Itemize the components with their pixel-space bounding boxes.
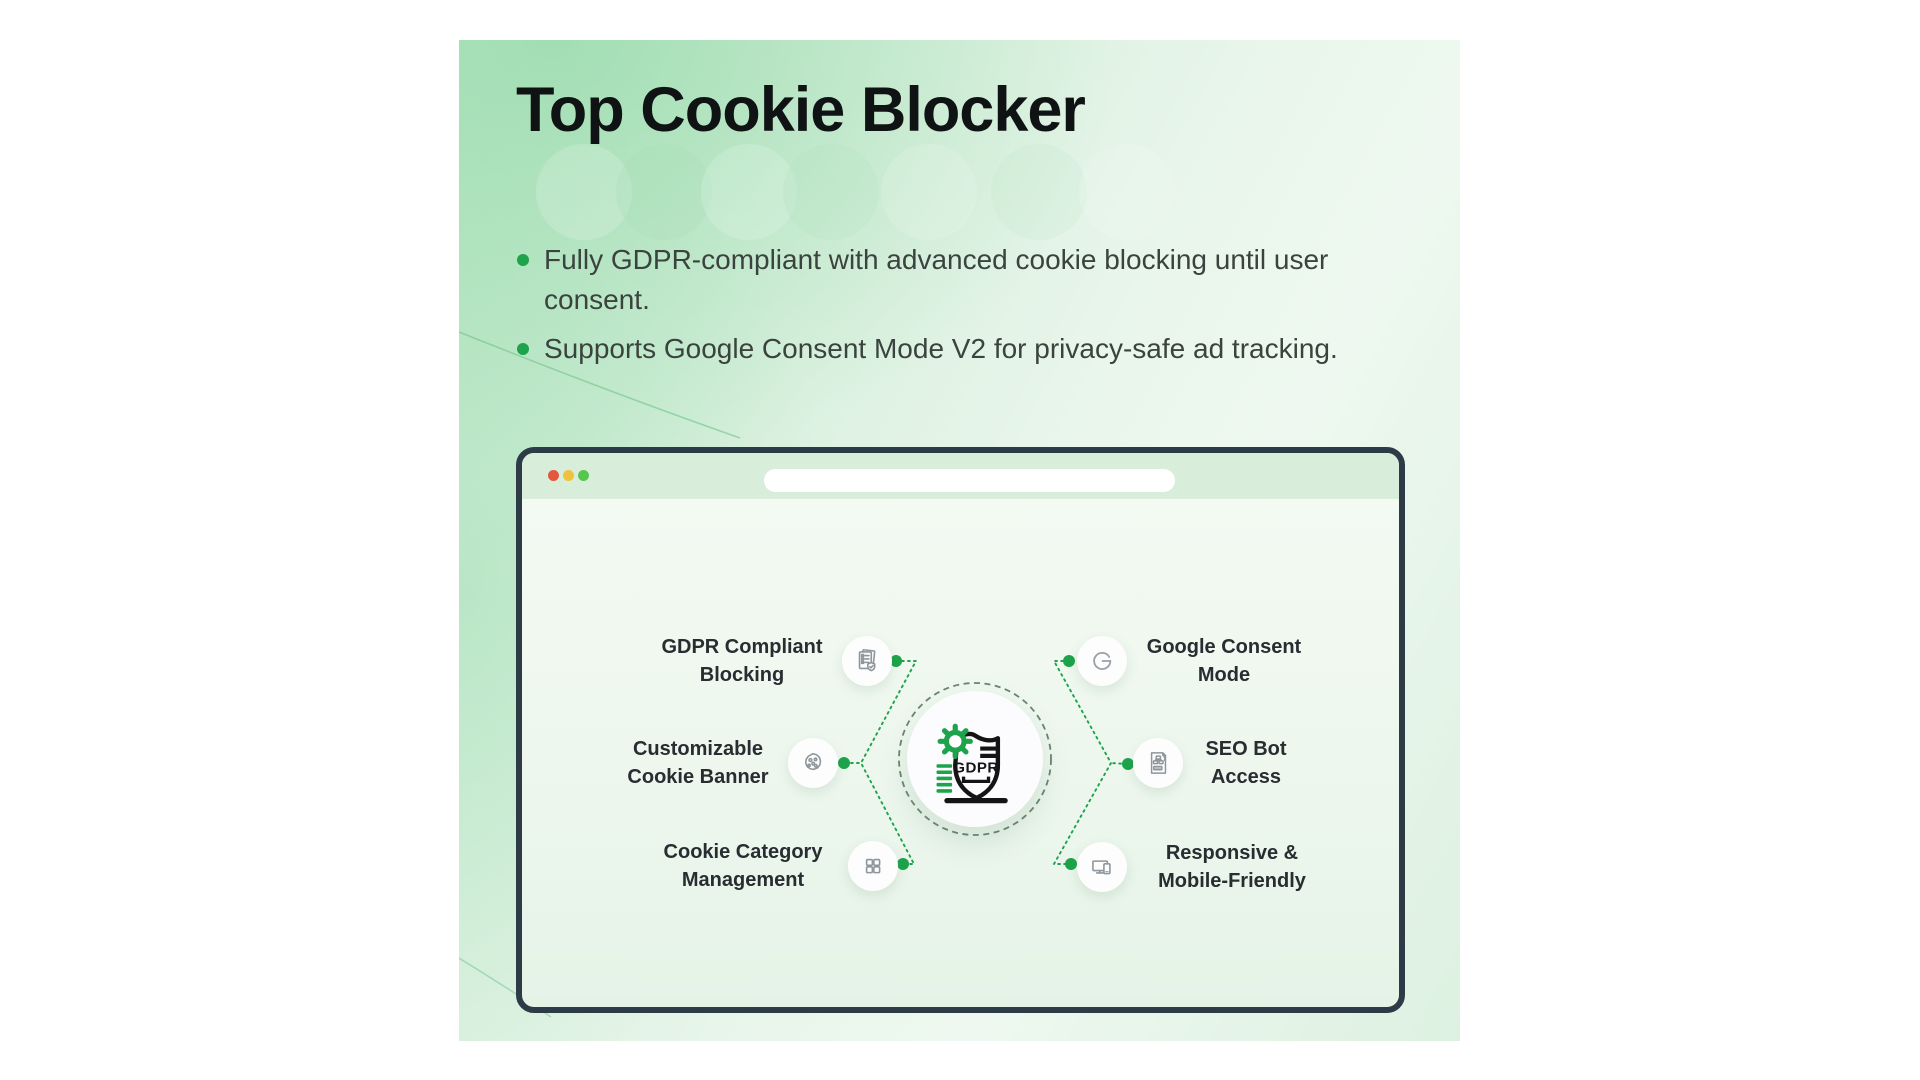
address-bar-input[interactable] <box>764 469 1175 492</box>
feature-label: Cookie Category Management <box>663 841 823 891</box>
gdpr-badge-text: GDPR <box>953 760 999 777</box>
bullet-dot-icon <box>517 343 529 355</box>
feature-gdpr-compliant-blocking: GDPR Compliant Blocking <box>654 632 892 690</box>
feature-label: Responsive & Mobile-Friendly <box>1158 842 1306 892</box>
minimize-window-icon[interactable] <box>563 470 574 481</box>
window-controls <box>548 470 589 481</box>
feature-label: Google Consent Mode <box>1146 636 1302 686</box>
bullet-text: Fully GDPR-compliant with advanced cooki… <box>544 244 1329 315</box>
feature-icon-circle <box>788 738 838 788</box>
feature-bullet-list: Fully GDPR-compliant with advanced cooki… <box>517 240 1341 378</box>
bullet-dot-icon <box>517 254 529 266</box>
close-window-icon[interactable] <box>548 470 559 481</box>
google-g-icon <box>1093 651 1112 670</box>
responsive-devices-icon <box>1092 860 1111 875</box>
bullet-text: Supports Google Consent Mode V2 for priv… <box>544 333 1338 364</box>
compliance-document-icon <box>858 649 876 672</box>
feature-icon-circle <box>1133 738 1183 788</box>
feature-google-consent-mode: Google Consent Mode <box>1077 632 1309 690</box>
feature-label: SEO Bot Access <box>1205 738 1287 788</box>
page-title: Top Cookie Blocker <box>516 75 1086 145</box>
feature-seo-bot-access: SEO Bot Access <box>1133 734 1297 792</box>
list-item: Supports Google Consent Mode V2 for priv… <box>517 329 1341 369</box>
gdpr-shield-gear-icon: GDPR <box>936 723 1008 804</box>
green-gradient-panel: Top Cookie Blocker Fully GDPR-compliant … <box>459 40 1460 1041</box>
feature-customizable-cookie-banner: Customizable Cookie Banner <box>620 734 838 792</box>
list-bars-icon <box>936 764 953 793</box>
feature-cookie-category-management: Cookie Category Management <box>650 837 898 895</box>
browser-window-mockup: GDPR <box>516 447 1405 1013</box>
zoom-window-icon[interactable] <box>578 470 589 481</box>
feature-icon-circle <box>1077 636 1127 686</box>
feature-icon-circle <box>848 841 898 891</box>
central-circle <box>907 691 1043 827</box>
browser-topbar <box>522 453 1399 499</box>
list-item: Fully GDPR-compliant with advanced cooki… <box>517 240 1341 320</box>
feature-icon-circle <box>842 636 892 686</box>
feature-icon-circle <box>1077 842 1127 892</box>
category-grid-icon <box>865 858 881 874</box>
seo-robots-document-icon <box>1150 752 1167 774</box>
feature-label: GDPR Compliant Blocking <box>661 636 823 686</box>
feature-responsive-mobile-friendly: Responsive & Mobile-Friendly <box>1077 838 1325 896</box>
cookie-icon <box>804 752 822 771</box>
feature-label: Customizable Cookie Banner <box>627 738 769 788</box>
